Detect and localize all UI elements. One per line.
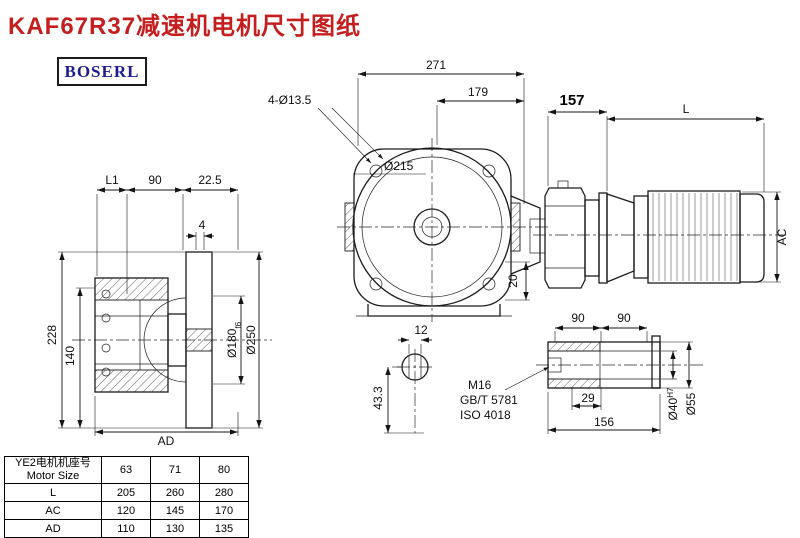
section-hatch-bottom — [94, 369, 169, 393]
side-view-dimensions: L1 90 22.5 4 228 140 Ø180f6 Ø250 AD — [45, 173, 263, 448]
table-row: YE2电机机座号 Motor Size 63 71 80 — [4, 456, 249, 484]
dim-H7-tolerance: H7 — [666, 387, 675, 398]
dim-12-label: 12 — [414, 323, 428, 337]
row-label-AC: AC — [4, 501, 102, 520]
motor-side-view — [529, 180, 786, 289]
bolt-hole — [482, 164, 496, 178]
standard-iso-label: ISO 4018 — [460, 408, 511, 422]
cell-L-80: 280 — [199, 483, 249, 502]
table-row: AD 110 130 135 — [4, 519, 249, 538]
cell-L-63: 205 — [101, 483, 151, 502]
brand-logo-text: BOSERL — [64, 61, 140, 81]
shaft-end-view: 12 43.3 — [371, 323, 433, 434]
cell-AC-71: 145 — [150, 501, 200, 520]
cell-AD-63: 110 — [101, 519, 151, 538]
gearbox-step — [584, 199, 600, 277]
motor-dimensions: 157 L AC — [547, 92, 789, 283]
dim-L-label: L — [683, 102, 690, 116]
m16-tapped-hole — [547, 357, 562, 373]
shaft-end-circle — [401, 353, 429, 381]
bolt-hole — [482, 277, 496, 291]
cell-AD-80: 135 — [199, 519, 249, 538]
dim-20-label: 20 — [506, 274, 520, 288]
adapter-flange-disc — [598, 192, 608, 284]
bolt-hole — [369, 277, 383, 291]
table-header-cn: YE2电机机座号 — [15, 457, 91, 469]
standard-gb-label: GB/T 5781 — [460, 393, 518, 407]
dim-179-label: 179 — [468, 85, 488, 99]
section-hatch-right — [510, 202, 521, 252]
shaft-hub-circle — [413, 208, 451, 246]
dim-4-label: 4 — [199, 218, 206, 232]
front-view-dimensions: 271 179 4-Ø13.5 Ø215 20 — [268, 58, 530, 301]
dim-180-value: Ø180 — [225, 328, 239, 358]
table-row: L 205 260 280 — [4, 483, 249, 502]
dim-156-label: 156 — [594, 415, 614, 429]
section-hatch-left — [344, 202, 355, 252]
dim-55-label: Ø55 — [684, 392, 698, 415]
bolt-hole — [369, 164, 383, 178]
bolt-section — [101, 343, 111, 353]
pinion-housing — [529, 218, 546, 254]
motor-adapter — [606, 193, 635, 283]
shaft-hatch-top — [547, 341, 601, 352]
bolt-section — [101, 289, 111, 299]
section-hatch-top — [94, 277, 169, 301]
brand-logo: BOSERL — [57, 57, 147, 86]
dim-140-label: 140 — [63, 346, 77, 366]
dim-bolt-holes-label: 4-Ø13.5 — [268, 93, 312, 107]
table-col-63: 63 — [101, 456, 151, 484]
table-col-80: 80 — [199, 456, 249, 484]
shaft-detail-dimensions: 90 90 M16 GB/T 5781 ISO 4018 29 156 Ø40H… — [460, 311, 698, 434]
dim-f6-tolerance: f6 — [234, 321, 243, 328]
dim-250-label: Ø250 — [244, 325, 258, 355]
shaft-bore-circle — [421, 216, 443, 238]
dim-22-5-label: 22.5 — [198, 173, 222, 187]
side-view — [72, 251, 272, 429]
dim-90a-label: 90 — [571, 311, 585, 325]
cell-L-71: 260 — [150, 483, 200, 502]
dim-flange-dia-label: Ø215 — [384, 159, 414, 173]
dim-180f6-label: Ø180f6 — [225, 321, 243, 358]
gearbox-housing — [544, 187, 586, 289]
flange-inner-rim — [361, 156, 503, 298]
oil-plug — [557, 180, 569, 189]
dim-271-label: 271 — [426, 58, 446, 72]
table-row: AC 120 145 170 — [4, 501, 249, 520]
dim-228-label: 228 — [45, 325, 59, 345]
dim-40H7-label: Ø40H7 — [666, 387, 681, 420]
dim-157-label: 157 — [559, 92, 584, 109]
page-title: KAF67R37减速机电机尺寸图纸 — [8, 13, 362, 40]
dim-AC-label: AC — [775, 228, 789, 245]
shaft-detail-view — [536, 335, 706, 389]
bore-section — [185, 328, 213, 352]
cell-AD-71: 130 — [150, 519, 200, 538]
cell-AC-80: 170 — [199, 501, 249, 520]
shaft-hatch-bottom — [547, 378, 601, 389]
bolt-section — [101, 313, 111, 323]
housing-arc — [143, 297, 187, 383]
motor-body — [647, 190, 741, 284]
shaft-end-disc — [651, 335, 661, 389]
bolt-section — [101, 367, 111, 377]
dim-29-label: 29 — [581, 391, 595, 405]
dim-AD-label: AD — [158, 434, 175, 448]
fan-cover — [739, 193, 765, 283]
dim-L1-label: L1 — [105, 173, 119, 187]
dim-90b-label: 90 — [617, 311, 631, 325]
motor-cooling-fins — [652, 193, 738, 281]
row-label-AD: AD — [4, 519, 102, 538]
dim-43-3-label: 43.3 — [371, 386, 385, 410]
row-label-L: L — [4, 483, 102, 502]
table-header-en: Motor Size — [26, 470, 80, 482]
table-col-71: 71 — [150, 456, 200, 484]
thread-label: M16 — [468, 378, 492, 392]
front-view — [337, 138, 548, 322]
dim-90-label: 90 — [148, 173, 162, 187]
motor-endbell — [633, 195, 649, 279]
dim-40-value: Ø40 — [666, 397, 680, 420]
motor-size-table: YE2电机机座号 Motor Size 63 71 80 L 205 260 2… — [4, 456, 249, 538]
table-header-cell: YE2电机机座号 Motor Size — [4, 456, 102, 484]
cell-AC-63: 120 — [101, 501, 151, 520]
